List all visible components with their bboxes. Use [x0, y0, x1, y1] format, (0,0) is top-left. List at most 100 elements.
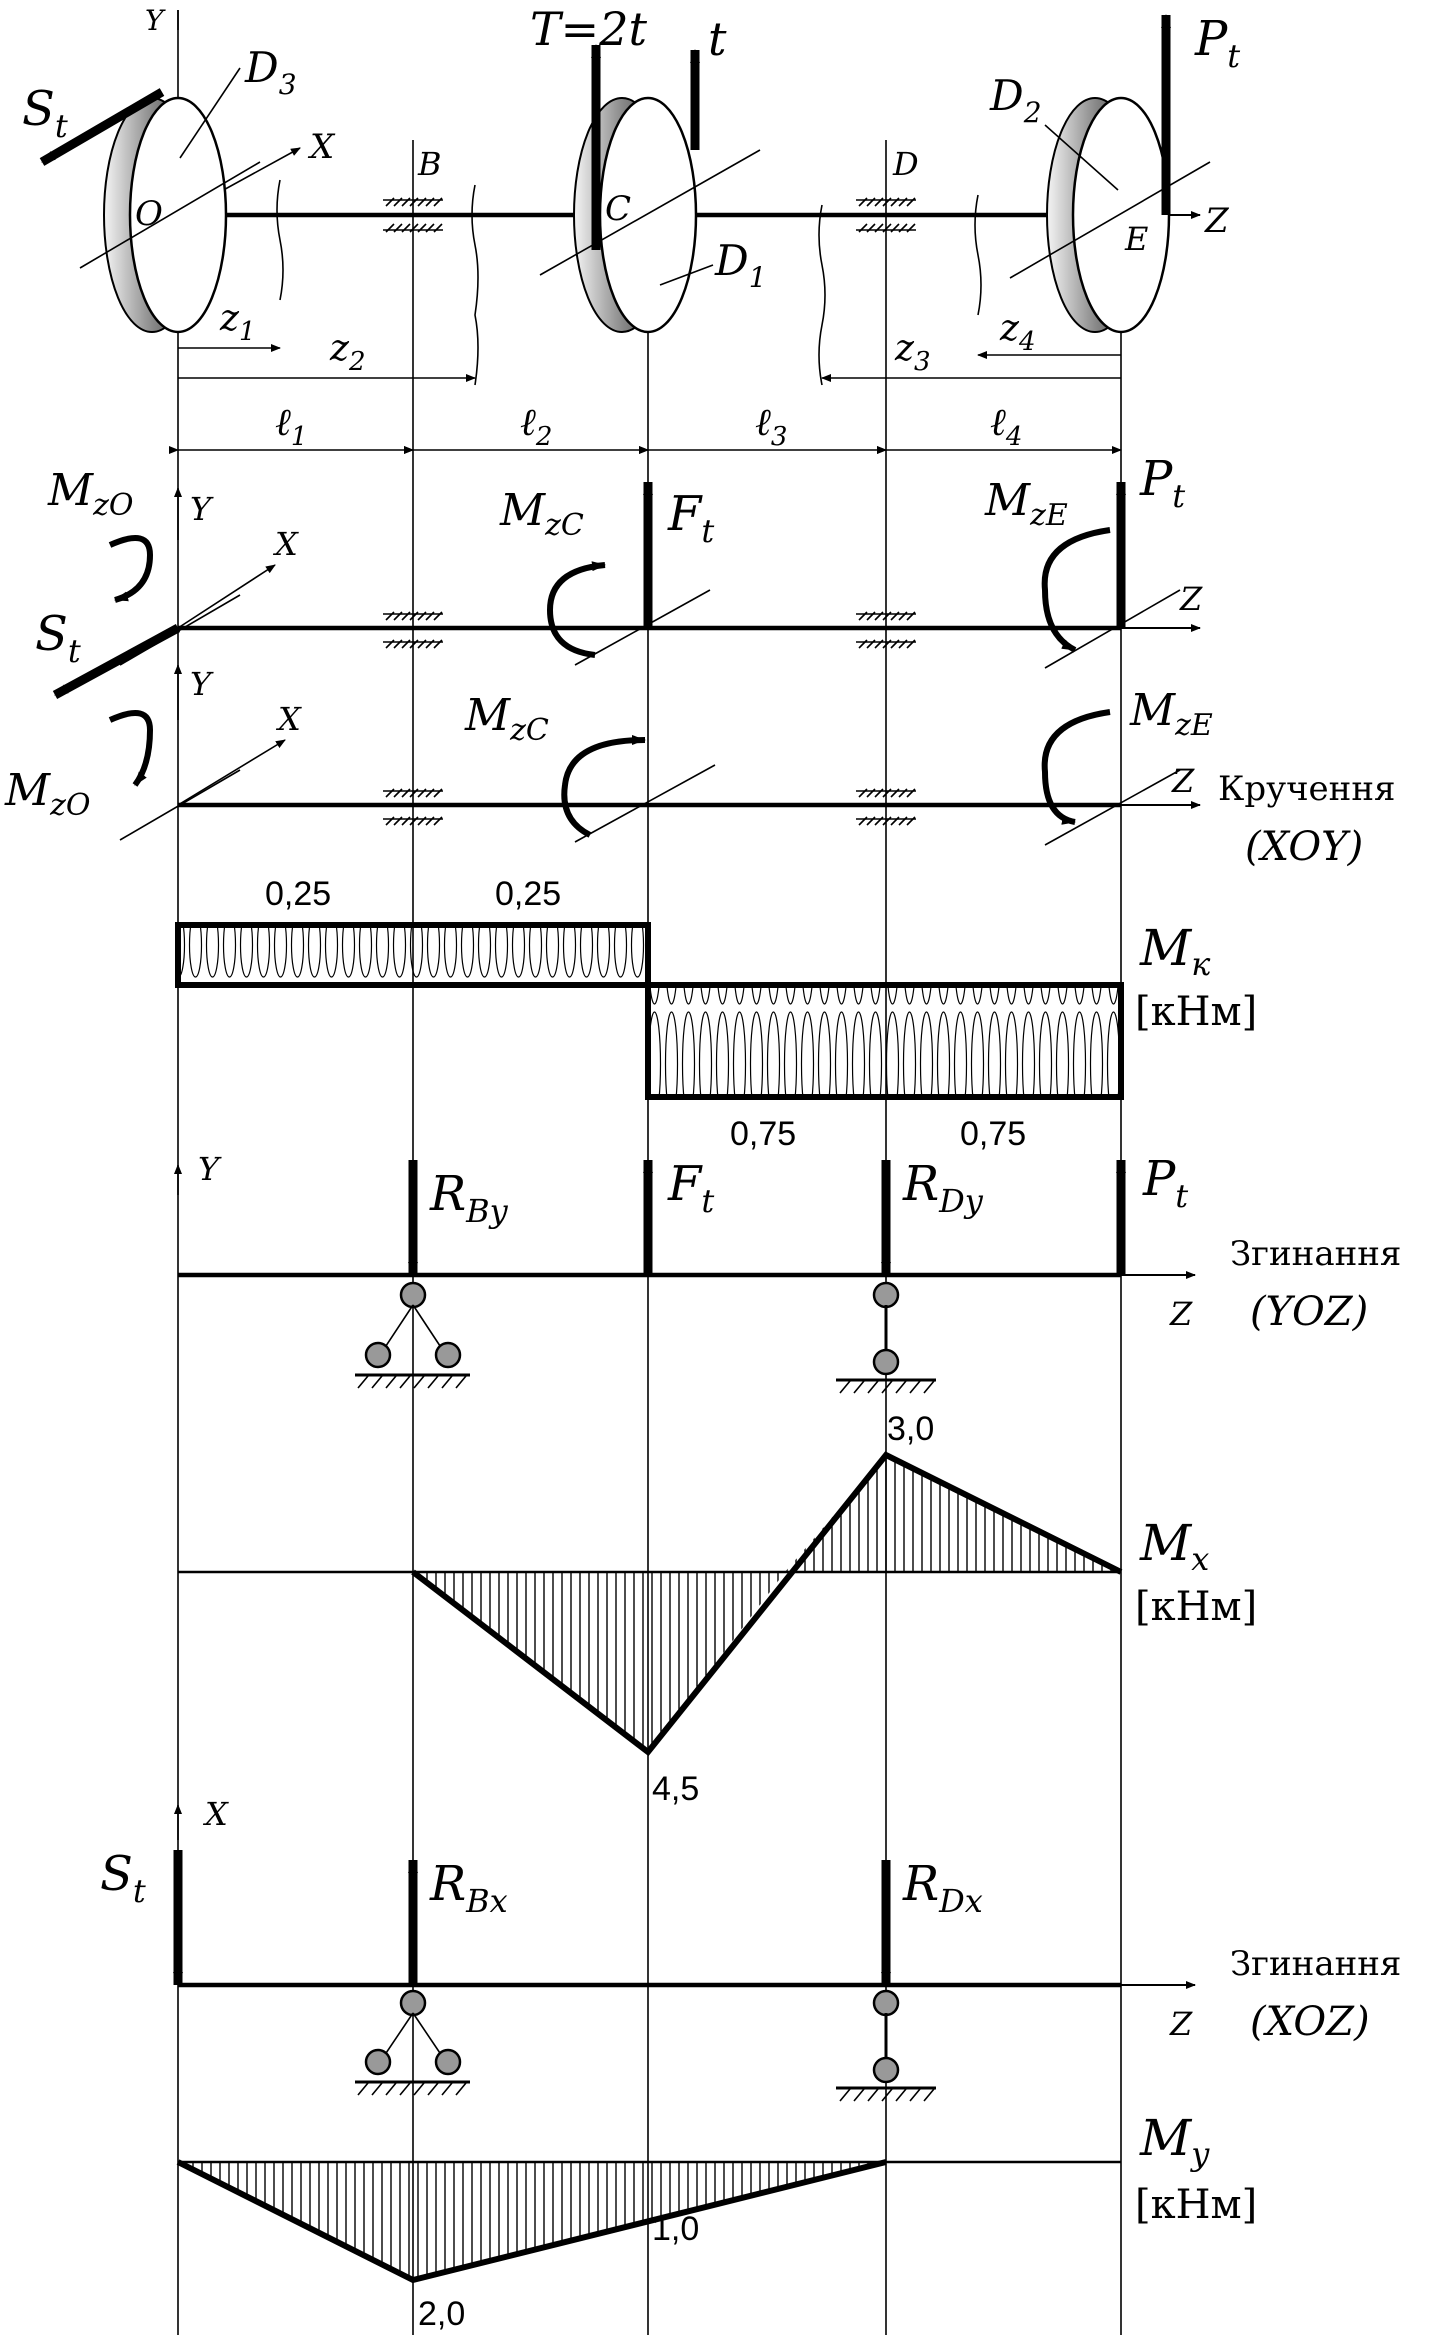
force-st-arrow [39, 88, 165, 166]
axis-z-label: Z [1204, 201, 1230, 241]
torque-right-value-1: 0,75 [730, 1115, 796, 1153]
disk-d2 [1009, 96, 1211, 334]
loads-mze-label: MzE [984, 475, 1068, 533]
loads-mzo-arrow [108, 534, 154, 603]
coord-z4-label: z4 [999, 308, 1036, 357]
loads-st-label: St [35, 606, 81, 670]
yoz-ft-label: Ft [667, 1156, 714, 1220]
loads-bearing-b-icon [383, 611, 443, 649]
torsion-bearing-b-icon [383, 788, 443, 826]
torque-left-value-2: 0,25 [495, 875, 561, 913]
mx-negative-area [413, 1572, 785, 1752]
loads-x-label: X [272, 525, 299, 563]
yoz-pt-label: Pt [1142, 1151, 1188, 1215]
my-peak: 2,0 [418, 2295, 465, 2333]
yoz-title: Згинання [1230, 1234, 1401, 1274]
torsion-mzc-arrow [561, 735, 646, 838]
yoz-z-label: Z [1169, 1295, 1193, 1333]
loads-mzc-label: MzC [499, 485, 584, 543]
torsion-z-label: Z [1171, 762, 1195, 800]
support-b-xoz-icon [355, 1989, 470, 2096]
d2-leader [1044, 124, 1119, 191]
mx-label: Mx [1139, 1514, 1209, 1578]
len-l1-label: ℓ1 [275, 400, 307, 452]
mx-curve [411, 1451, 1123, 1757]
xoz-rbx-label: RBx [429, 1856, 508, 1920]
my-area [178, 2162, 886, 2280]
yoz-rdy-label: RDy [902, 1156, 984, 1220]
mx-peak-neg: 4,5 [652, 1770, 699, 1808]
torque-label: T=2t [530, 2, 647, 56]
support-b-yoz-icon [355, 1281, 470, 1389]
xoz-plane: (XOZ) [1250, 1999, 1370, 2045]
my-curve [176, 2159, 887, 2284]
coord-z1-label: z1 [219, 298, 256, 347]
bearing-b-icon [383, 197, 443, 233]
torsion-mze-label: MzE [1129, 685, 1213, 743]
support-d-xoz-icon [836, 1989, 936, 2102]
force-pt-label: Pt [1194, 11, 1240, 75]
force-st-label: St [22, 81, 68, 145]
torsion-mzo-arrow [108, 709, 154, 787]
yoz-plane: (YOZ) [1250, 1289, 1368, 1335]
torsion-x-label: X [275, 700, 302, 738]
disk-d3 [79, 96, 261, 334]
torsion-plane: (XOY) [1245, 824, 1363, 870]
coord-z2-label: z2 [329, 328, 366, 377]
loads-mzo-label: MzO [47, 465, 133, 523]
axis-x-label: X [307, 127, 336, 167]
loads-bearing-d-icon [856, 611, 916, 649]
mx-positive-area [785, 1455, 1121, 1572]
torsion-mzc-label: MzC [464, 690, 549, 748]
bending-xoz-scheme: X Z St RBx RDx Згинання (XOZ) [100, 1795, 1401, 2102]
torsion-e-tick [1044, 769, 1181, 846]
loads-mzc-arrow [546, 561, 606, 658]
section-break-marks [276, 179, 982, 386]
d1-leader [659, 264, 714, 286]
moment-mx-diagram: 3,0 4,5 Mx [кНм] [178, 1410, 1257, 1808]
torque-block-right [645, 982, 1124, 1100]
xoz-title: Згинання [1230, 1944, 1401, 1984]
torque-block-left [175, 922, 651, 988]
my-label: My [1139, 2109, 1210, 2173]
loads-st-arrow [52, 624, 181, 699]
loads-z-label: Z [1179, 580, 1203, 618]
torsion-x-axis [177, 739, 286, 806]
my-unit: [кНм] [1135, 2182, 1257, 2228]
bearing-d-icon [856, 197, 916, 233]
loads-scheme: MzO MzC MzE Ft Pt St Y X Z [35, 451, 1203, 699]
torque-right-value-2: 0,75 [960, 1115, 1026, 1153]
torsion-y-label: Y [190, 665, 214, 703]
point-b-label: B [417, 145, 442, 183]
torsion-bearing-d-icon [856, 788, 916, 826]
xoz-st-label: St [100, 1846, 146, 1910]
torsion-o-tick [119, 769, 241, 841]
point-c-label: C [605, 189, 631, 229]
support-d-yoz-icon [836, 1281, 936, 1394]
loads-pt-label: Pt [1139, 451, 1185, 515]
loads-x-axis [177, 564, 276, 629]
loads-e-tick [1044, 589, 1181, 669]
torsion-c-tick [574, 764, 716, 843]
belt-t-label: t [708, 12, 727, 66]
loads-mze-arrow [1041, 527, 1111, 653]
torsion-mzo-label: MzO [4, 765, 90, 823]
point-e-label: E [1124, 220, 1148, 258]
my-mid-value: 1,0 [652, 2210, 699, 2248]
moment-my-diagram: 2,0 1,0 My [кНм] [176, 2109, 1257, 2333]
disk-d1-label: D1 [714, 236, 767, 294]
torsion-scheme: MzO MzC MzE Y X Z Кручення (XOY) [4, 664, 1395, 870]
yoz-y-label: Y [198, 1150, 222, 1188]
torsion-title: Кручення [1218, 769, 1395, 809]
torque-diagram: 0,25 0,25 0,75 0,75 Mк [кНм] [175, 875, 1257, 1153]
len-l2-label: ℓ2 [520, 400, 552, 452]
bending-yoz-scheme: Y Z RBy Ft RDy Pt Згинання (YOZ) [174, 1150, 1401, 1394]
shaft-scheme: Y X Z St T=2t t Pt D3 D1 D2 O B C D E z1… [22, 2, 1240, 454]
loads-ft-label: Ft [667, 486, 714, 550]
len-l3-label: ℓ3 [755, 400, 787, 452]
disk-d2-label: D2 [989, 71, 1042, 129]
torsion-mze-arrow [1041, 709, 1111, 825]
mx-unit: [кНм] [1135, 1584, 1257, 1630]
loads-c-tick [574, 589, 711, 666]
